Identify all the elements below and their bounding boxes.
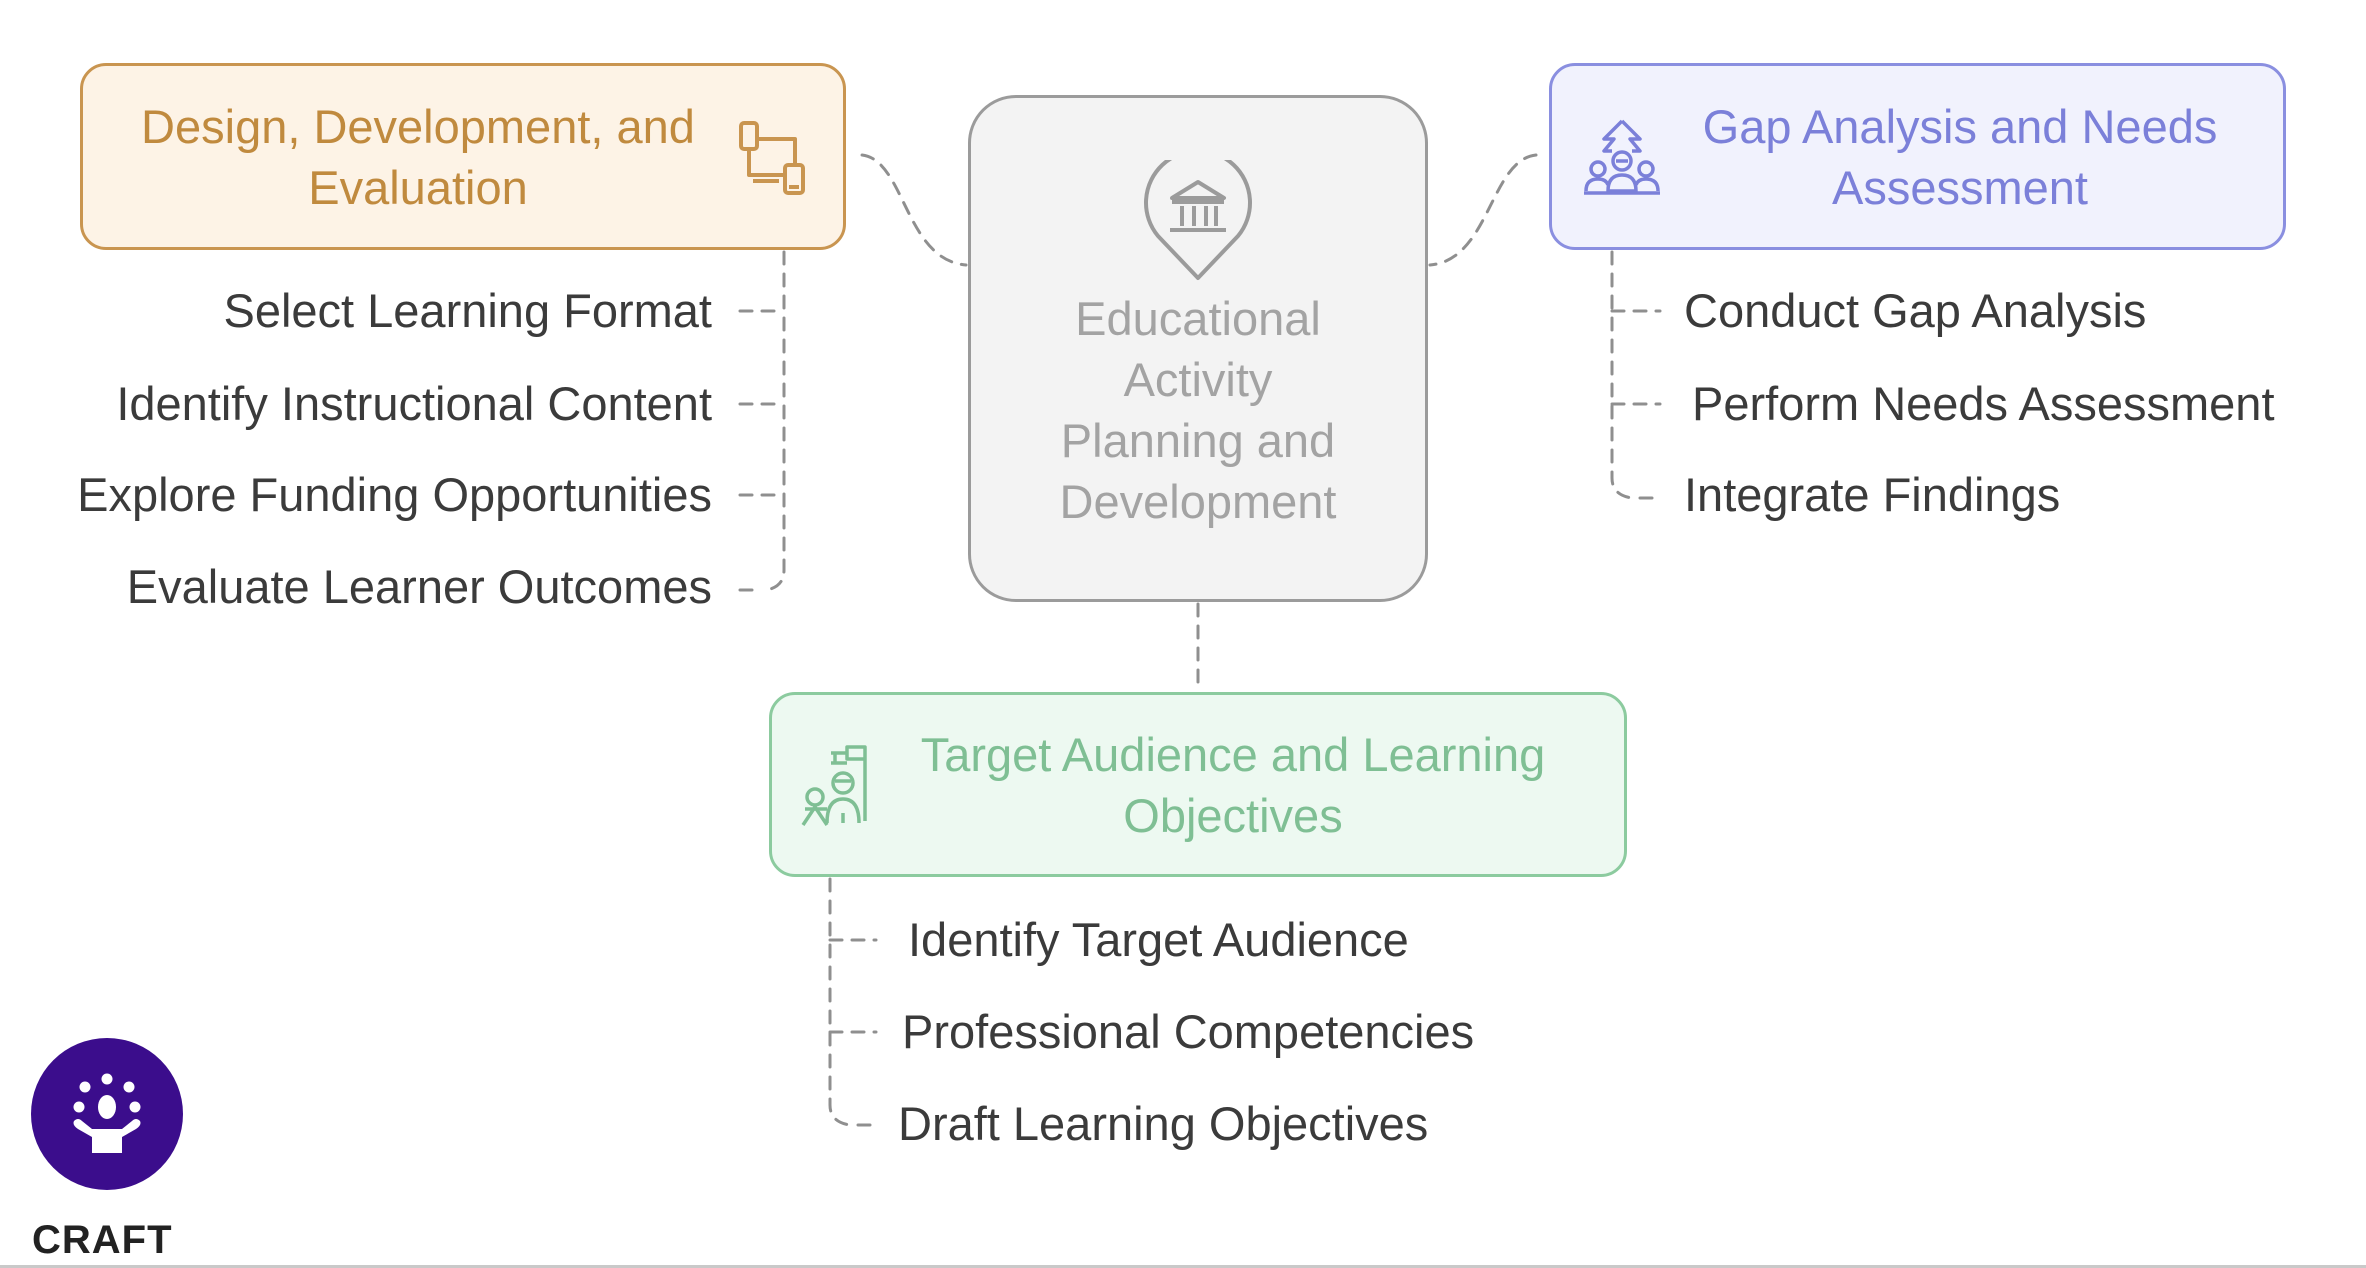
branch-design-box[interactable]: Design, Development, and Evaluation: [80, 63, 846, 250]
tree-line-gap: [1610, 250, 1634, 500]
branch-design-item[interactable]: Explore Funding Opportunities: [77, 468, 712, 521]
branch-target-title: Target Audience and Learning Objectives: [920, 727, 1546, 842]
branch-target-item[interactable]: Draft Learning Objectives: [898, 1097, 1429, 1150]
center-topic-title: Educational Activity Planning and Develo…: [1059, 292, 1337, 528]
branch-design-item[interactable]: Identify Instructional Content: [116, 377, 712, 430]
branch-design-title: Design, Development, and Evaluation: [141, 99, 695, 214]
institution-pin-icon: [1142, 160, 1254, 282]
branch-target-item[interactable]: Identify Target Audience: [908, 913, 1409, 966]
devices-icon: [723, 117, 823, 197]
branch-gap-title: Gap Analysis and Needs Assessment: [1702, 99, 2218, 214]
juggler-icon: [31, 1038, 183, 1190]
center-topic-box[interactable]: Educational Activity Planning and Develo…: [968, 95, 1428, 602]
connector-design-center: [860, 153, 968, 267]
logo-text: CRAFT: [32, 1218, 173, 1262]
craft-logo[interactable]: [30, 1037, 185, 1192]
team-growth-icon: [1577, 117, 1667, 197]
tree-line-design: [764, 250, 786, 592]
branch-design-item[interactable]: Evaluate Learner Outcomes: [126, 560, 712, 613]
branch-design-item[interactable]: Select Learning Format: [223, 284, 712, 337]
branch-gap-item[interactable]: Perform Needs Assessment: [1692, 377, 2275, 430]
branch-target-box[interactable]: Target Audience and Learning Objectives: [769, 692, 1627, 877]
branch-gap-item[interactable]: Conduct Gap Analysis: [1684, 284, 2147, 337]
connector-gap-center: [1428, 153, 1538, 267]
branch-target-item[interactable]: Professional Competencies: [902, 1005, 1475, 1058]
branch-gap-box[interactable]: Gap Analysis and Needs Assessment: [1549, 63, 2286, 250]
tree-line-target: [828, 877, 852, 1127]
audience-flag-icon: [792, 743, 882, 827]
branch-gap-item[interactable]: Integrate Findings: [1684, 468, 2061, 521]
bottom-divider: [0, 1265, 2366, 1268]
